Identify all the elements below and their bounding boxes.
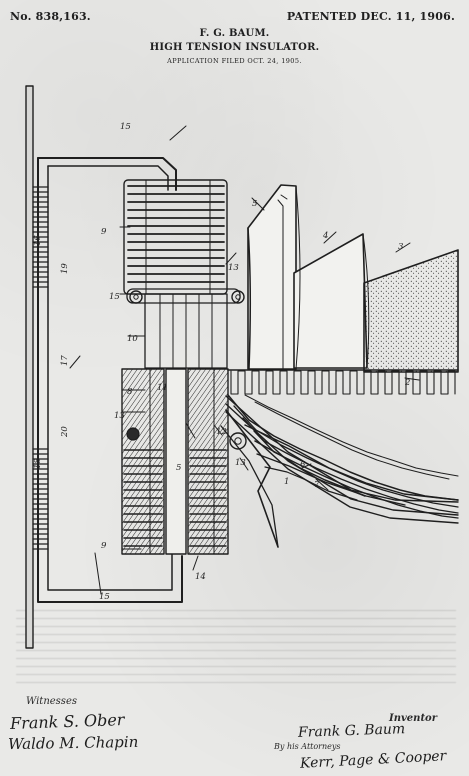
label-12: 12 xyxy=(216,427,227,437)
label-19: 19 xyxy=(60,263,70,274)
label-1: 1 xyxy=(284,477,289,487)
upper-ribbed-block xyxy=(123,179,228,295)
inventor-name: F. G. BAUM. xyxy=(199,28,270,39)
inner-frame-top xyxy=(47,165,169,191)
label-13-top: 13 xyxy=(228,263,239,273)
label-11: 11 xyxy=(157,383,168,393)
patent-title: HIGH TENSION INSULATOR. xyxy=(149,42,320,53)
label-17: 17 xyxy=(60,355,70,366)
clamp-strap xyxy=(126,288,241,304)
witness-signature-2: Waldo M. Chapin xyxy=(7,732,139,754)
label-16: 16 xyxy=(33,235,43,246)
lower-left-bolt xyxy=(126,427,140,441)
witness-signature-1: Frank S. Ober xyxy=(9,710,125,733)
label-4: 4 xyxy=(322,231,328,241)
lower-right-bolt xyxy=(229,432,247,450)
witnesses-label: Witnesses xyxy=(26,696,77,707)
label-2: 2 xyxy=(404,378,410,388)
label-13-right: 13 xyxy=(235,458,246,468)
lower-sectional-block xyxy=(121,368,229,555)
label-14: 14 xyxy=(195,572,206,582)
label-18: 18 xyxy=(33,458,43,469)
lower-flared-shells xyxy=(220,409,459,548)
inner-frame-bottom xyxy=(47,165,173,591)
label-9-top: 9 xyxy=(101,227,107,237)
inventor-label: Inventor xyxy=(389,713,437,724)
outer-frame-bottom xyxy=(37,157,183,603)
patent-number: No. 838,163. xyxy=(10,10,91,23)
mounting-rail xyxy=(25,85,34,649)
label-7: 7 xyxy=(314,480,320,490)
label-10: 10 xyxy=(127,334,138,344)
left-bolt xyxy=(129,290,143,304)
label-15-middle: 15 xyxy=(109,292,120,302)
right-bolt xyxy=(231,290,245,304)
attorneys-label: By his Attorneys xyxy=(274,742,341,751)
label-13-left: 13 xyxy=(114,411,125,421)
application-date: APPLICATION FILED OCT. 24, 1905. xyxy=(167,57,302,65)
insulator-bells xyxy=(247,184,459,373)
label-3: 3 xyxy=(398,242,403,252)
lower-coil xyxy=(32,448,49,550)
faint-background-text xyxy=(16,610,456,690)
label-5: 5 xyxy=(252,199,257,209)
label-15-top: 15 xyxy=(120,122,131,132)
label-20: 20 xyxy=(60,426,70,438)
label-6: 6 xyxy=(300,460,306,470)
label-8: 8 xyxy=(127,387,133,397)
upper-coil xyxy=(32,186,49,288)
label-15-bottom: 15 xyxy=(99,592,110,602)
patent-date: PATENTED DEC. 11, 1906. xyxy=(286,10,455,23)
label-5-lower: 5 xyxy=(176,463,181,473)
label-9-bottom: 9 xyxy=(101,541,107,551)
